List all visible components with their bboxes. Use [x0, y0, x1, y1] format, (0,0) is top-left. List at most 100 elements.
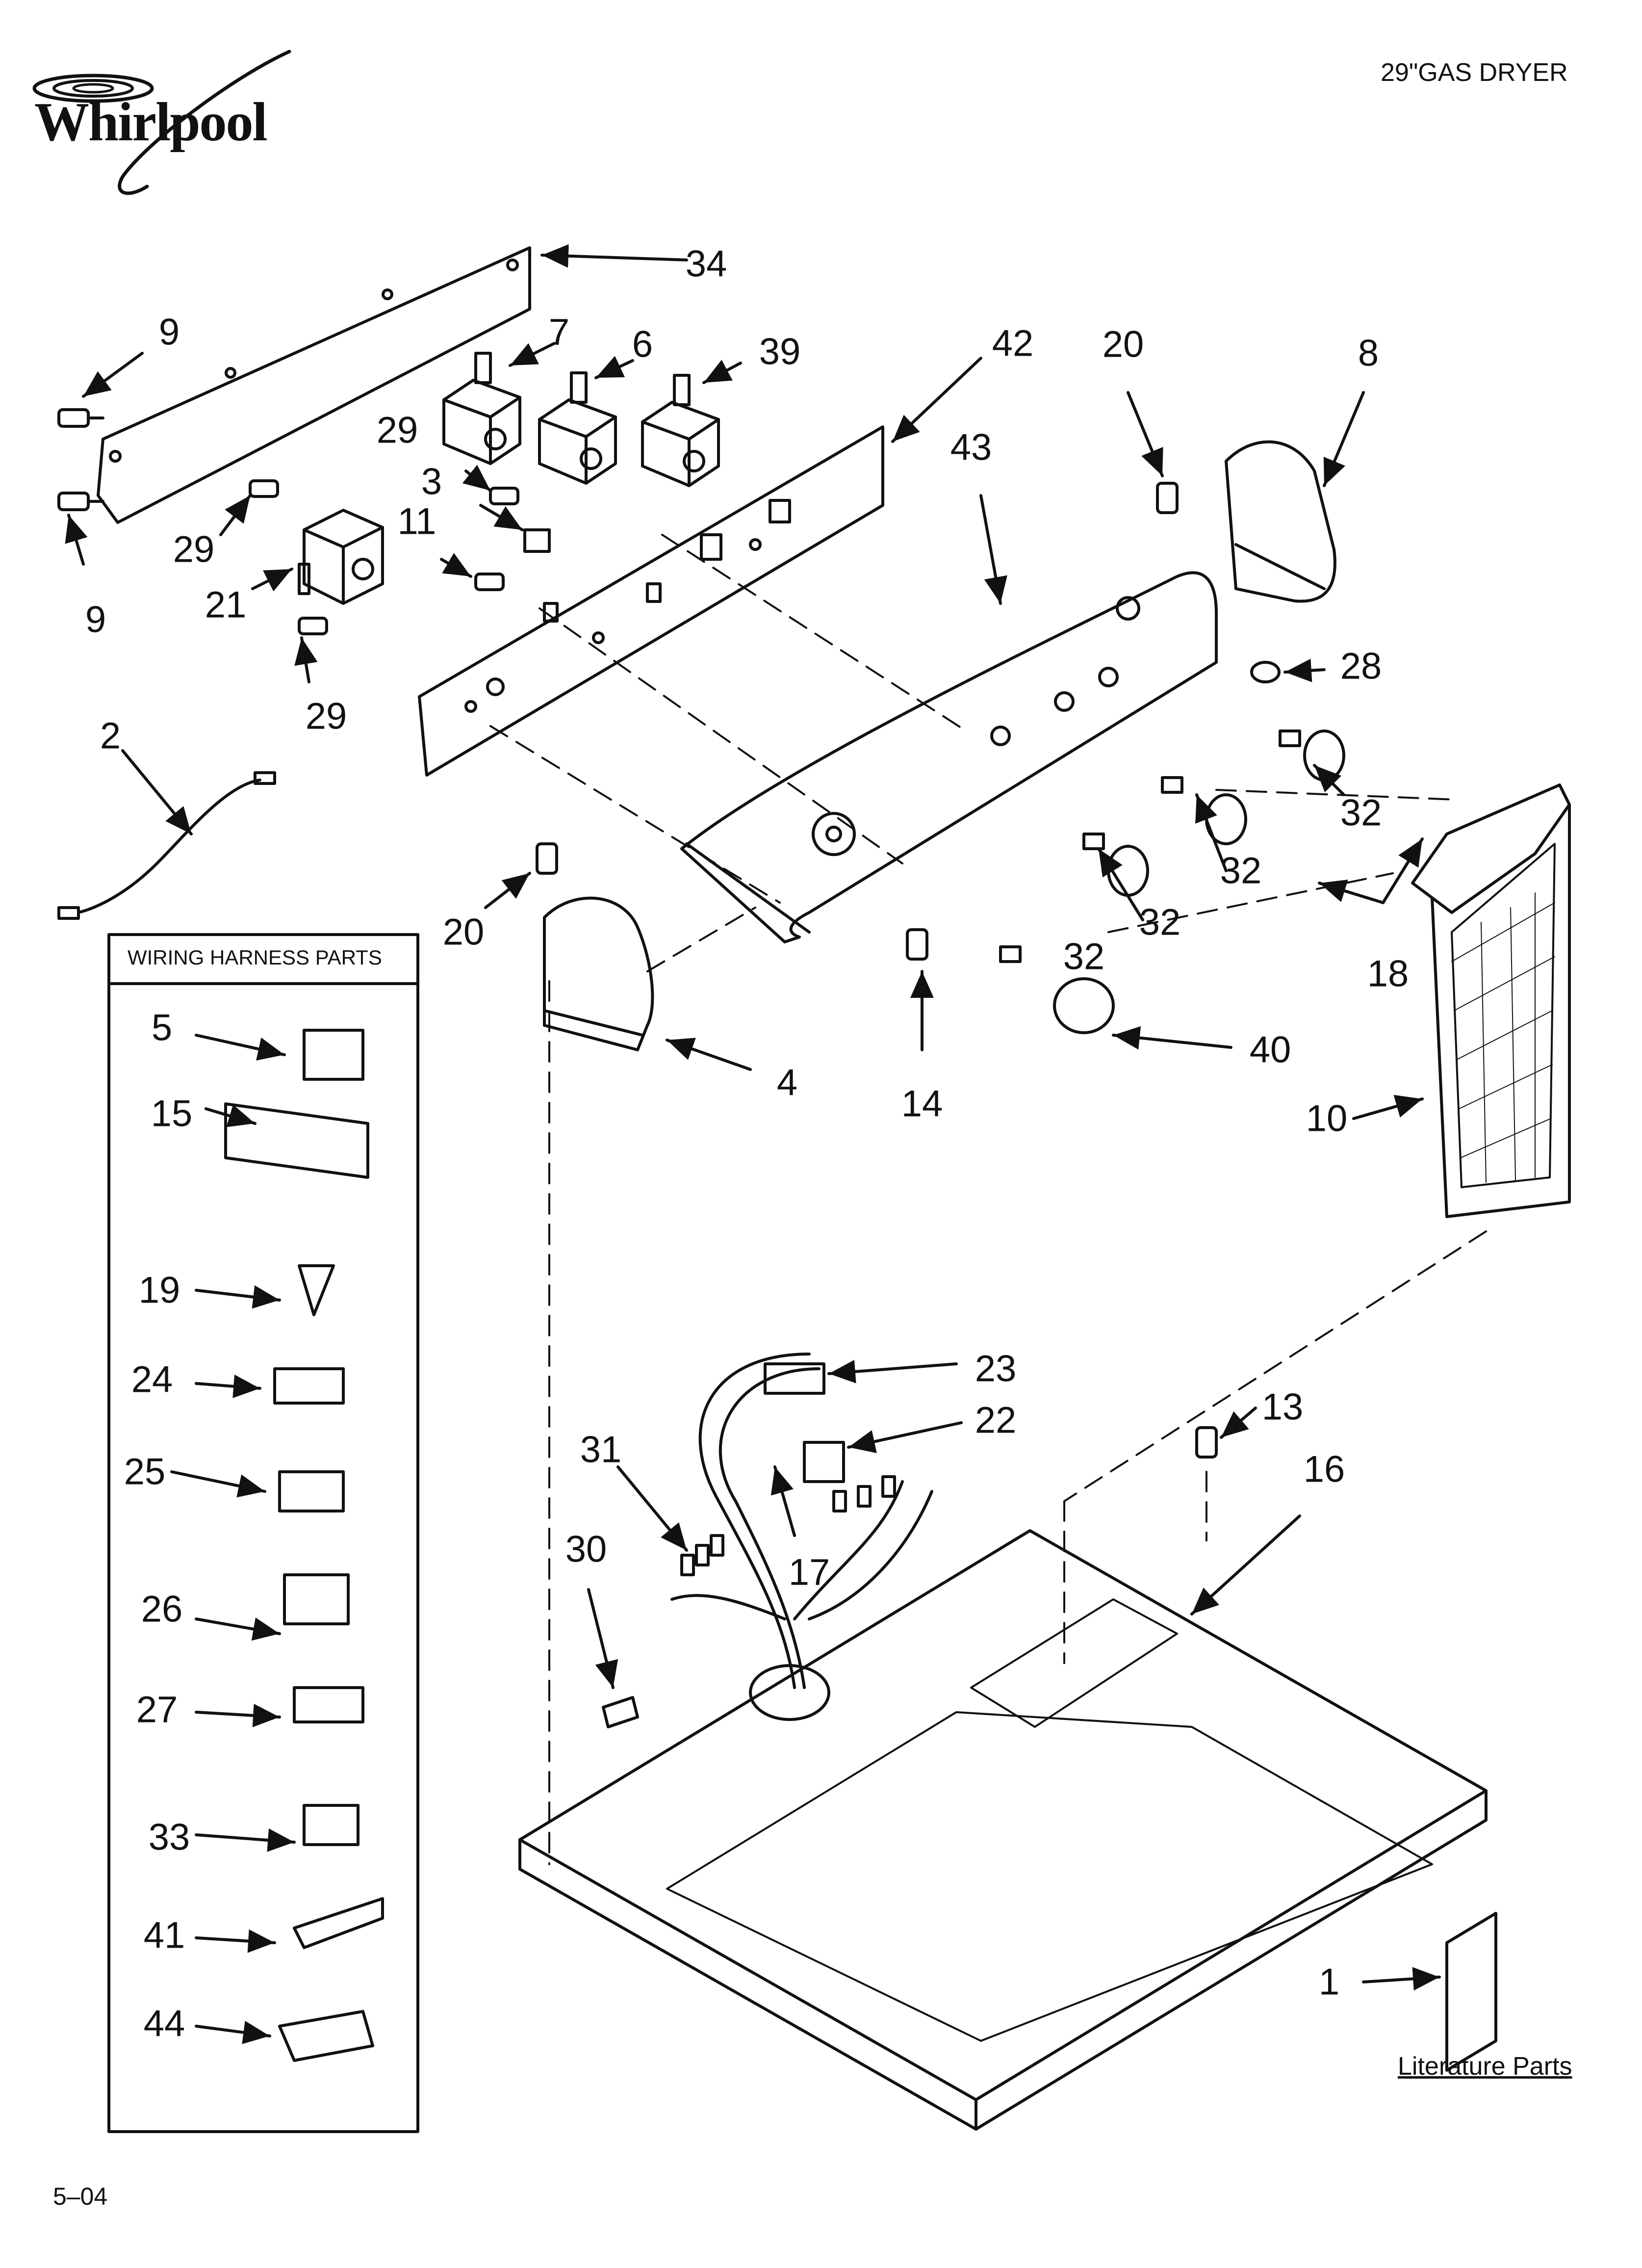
callout-20: 20 — [442, 911, 485, 953]
harness-part-icons — [224, 1029, 384, 2062]
leader-8 — [1323, 391, 1365, 487]
leader-42 — [891, 357, 982, 443]
leader-43 — [979, 494, 1007, 605]
callout-43: 43 — [950, 426, 992, 469]
callout-5: 5 — [151, 1007, 173, 1049]
callout-32: 32 — [1063, 936, 1105, 978]
leader-1 — [1362, 1967, 1441, 1991]
callout-13: 13 — [1261, 1386, 1304, 1428]
leader-11 — [440, 553, 472, 578]
callout-28: 28 — [1340, 645, 1382, 687]
leader-34 — [540, 244, 688, 268]
part-1-literature — [1445, 1912, 1497, 2072]
callout-17: 17 — [788, 1551, 830, 1593]
leader-29-c — [294, 636, 318, 683]
callout-14: 14 — [901, 1083, 943, 1125]
part-28-grommet — [1250, 661, 1281, 683]
harness-leaders — [170, 1034, 296, 2044]
callout-8: 8 — [1358, 332, 1379, 374]
leader-2 — [121, 749, 193, 835]
callout-9: 9 — [85, 599, 106, 641]
callout-9: 9 — [158, 311, 180, 353]
leader-18-b — [1318, 879, 1385, 904]
leader-21 — [251, 568, 293, 592]
screw-13 — [1195, 1426, 1218, 1459]
callout-2: 2 — [100, 715, 121, 757]
screw-14 — [906, 928, 928, 961]
leader-9-top — [82, 352, 144, 398]
assembly-dash-lines — [489, 534, 1487, 1865]
screw-9-upper — [57, 408, 104, 428]
callout-6: 6 — [632, 323, 653, 365]
callout-32: 32 — [1220, 850, 1262, 892]
switch-6 — [538, 371, 617, 485]
callout-40: 40 — [1249, 1029, 1291, 1071]
leader-17 — [770, 1465, 796, 1537]
callout-20: 20 — [1102, 323, 1144, 365]
leader-20-bottom — [484, 872, 531, 909]
literature-parts-label: Literature Parts — [1398, 2052, 1572, 2081]
callout-19: 19 — [138, 1269, 180, 1311]
callout-30: 30 — [565, 1528, 607, 1570]
part-40-knob — [1053, 977, 1115, 1034]
callout-25: 25 — [124, 1451, 166, 1493]
callout-39: 39 — [759, 331, 801, 373]
part-21-timer — [298, 509, 384, 605]
callout-11: 11 — [397, 500, 436, 543]
callout-44: 44 — [143, 2003, 185, 2045]
leader-3 — [479, 504, 524, 531]
callout-18: 18 — [1367, 953, 1409, 995]
leader-4 — [666, 1038, 752, 1071]
part-30-clip — [602, 1696, 639, 1728]
leader-9-bottom — [65, 514, 88, 566]
screw-20-upper — [1156, 482, 1179, 514]
switch-7 — [442, 352, 521, 465]
wiring-harness-box-frame — [107, 933, 419, 2133]
callout-22: 22 — [975, 1399, 1017, 1441]
callout-32: 32 — [1340, 792, 1382, 834]
part-16-top-panel — [518, 1529, 1488, 2131]
callout-15: 15 — [151, 1093, 193, 1135]
callout-33: 33 — [148, 1816, 190, 1858]
screws-29-3-11 — [249, 479, 551, 635]
callout-34: 34 — [685, 243, 727, 285]
callout-3: 3 — [421, 461, 442, 503]
screw-9-lower — [57, 492, 104, 511]
leader-29-b — [219, 494, 252, 536]
leader-18-a — [1382, 837, 1424, 904]
callout-26: 26 — [141, 1588, 183, 1630]
leader-13 — [1220, 1407, 1257, 1439]
leader-39 — [702, 360, 742, 384]
leader-29-a — [462, 465, 492, 492]
leader-30 — [587, 1588, 618, 1689]
callout-42: 42 — [992, 322, 1034, 365]
leader-40 — [1112, 1026, 1232, 1050]
leader-31 — [616, 1465, 688, 1552]
leader-28 — [1283, 658, 1326, 682]
leader-32-c — [1097, 847, 1144, 921]
callout-41: 41 — [143, 1914, 185, 1956]
part-4-end-cap — [543, 896, 654, 1051]
whirlpool-logo-swirl-icon — [32, 50, 291, 195]
leader-32-a — [1313, 764, 1345, 796]
callout-23: 23 — [975, 1348, 1017, 1390]
callout-29: 29 — [305, 695, 347, 737]
callout-10: 10 — [1306, 1097, 1348, 1140]
wiring-harness-title: WIRING HARNESS PARTS — [128, 946, 382, 969]
part-42-console-bracket — [418, 425, 884, 777]
part-8-end-cap — [1225, 440, 1336, 603]
leader-22 — [847, 1421, 963, 1453]
part-2-wire — [57, 771, 276, 920]
callout-4: 4 — [776, 1062, 798, 1104]
callout-31: 31 — [580, 1429, 622, 1471]
model-title: 29"GAS DRYER — [1381, 58, 1568, 87]
switch-39 — [641, 374, 720, 487]
part-43-console — [680, 571, 1218, 943]
callout-7: 7 — [548, 311, 570, 353]
leader-16 — [1190, 1514, 1301, 1616]
leader-7 — [509, 342, 556, 367]
callout-29: 29 — [173, 528, 215, 571]
screw-20-lower — [536, 842, 558, 875]
